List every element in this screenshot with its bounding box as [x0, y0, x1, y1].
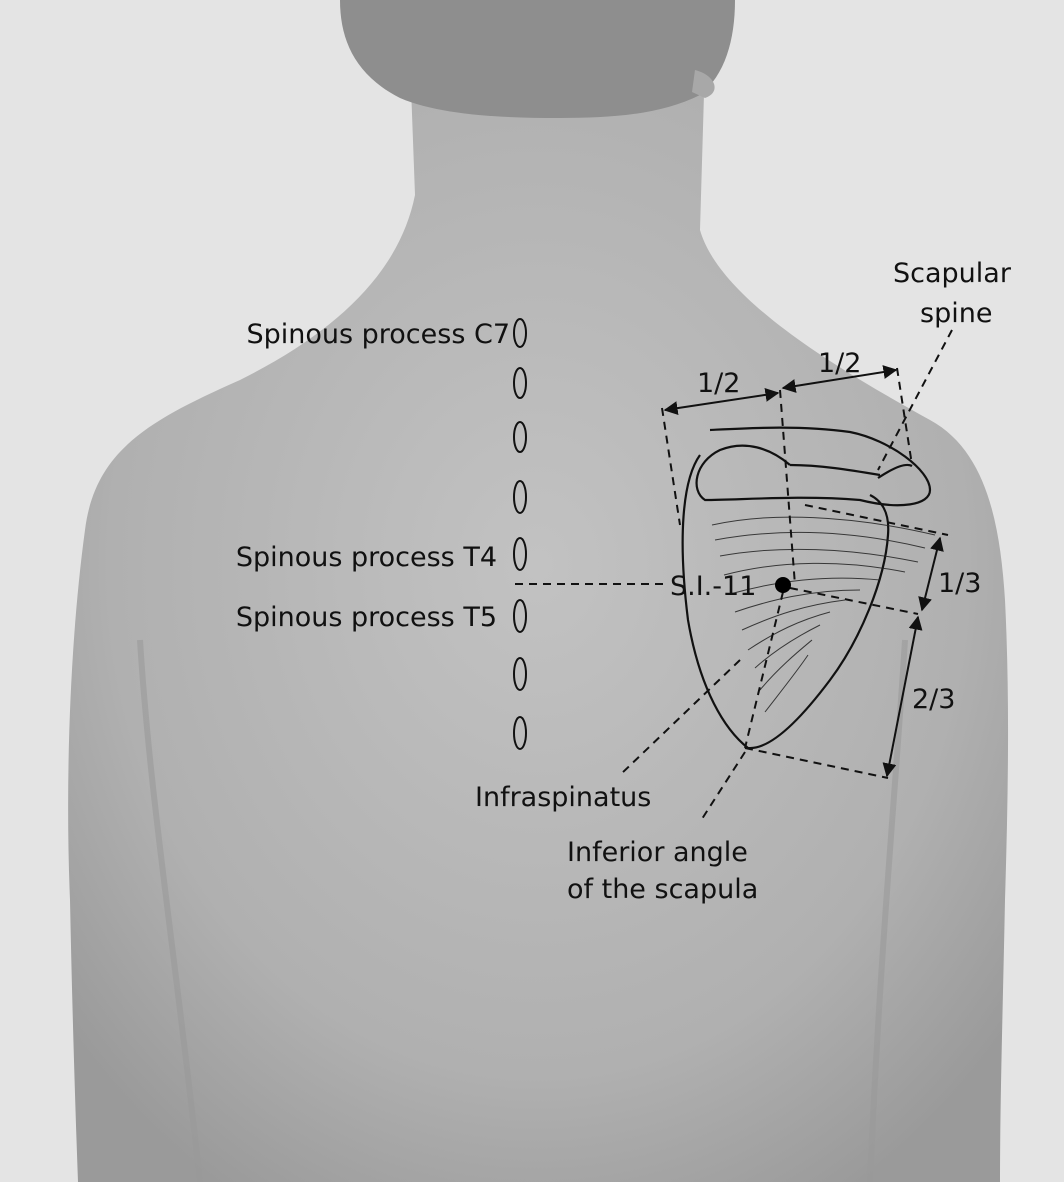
- fraction-two-thirds: 2/3: [912, 684, 955, 715]
- point-si-11: [775, 577, 791, 593]
- spinous-processes: [513, 318, 527, 750]
- label-t5: Spinous process T5: [236, 602, 497, 633]
- hair: [340, 0, 735, 118]
- arrow-half-left: [663, 387, 780, 416]
- fraction-half-left: 1/2: [697, 368, 740, 399]
- point-to-angle: [744, 591, 784, 749]
- point-to-third: [789, 587, 919, 615]
- arrow-half-right: [781, 365, 898, 393]
- fraction-half-right: 1/2: [818, 348, 861, 379]
- label-infraspinatus: Infraspinatus: [475, 782, 651, 813]
- label-t4: Spinous process T4: [236, 542, 497, 573]
- process-8: [513, 716, 527, 750]
- fraction-third: 1/3: [938, 568, 981, 599]
- mid-vertical: [779, 389, 796, 586]
- angle-to-twothirds: [744, 747, 889, 779]
- process-3: [513, 421, 527, 453]
- label-point: S.I.-11: [670, 571, 756, 602]
- spine-leader: [877, 329, 953, 471]
- process-c7: [513, 318, 527, 348]
- arrows: [663, 365, 944, 778]
- ear-right: [692, 70, 715, 98]
- label-scapular-spine-1: Scapular: [893, 258, 1012, 289]
- label-c7: Spinous process C7: [246, 319, 510, 350]
- label-inferior-angle-1: Inferior angle: [567, 837, 748, 868]
- process-2: [513, 367, 527, 399]
- process-7: [513, 657, 527, 691]
- process-t5: [513, 599, 527, 633]
- arrow-third: [918, 536, 944, 612]
- left-arm-shade: [137, 639, 203, 1182]
- left-vertical: [661, 407, 681, 526]
- right-vertical: [896, 367, 913, 466]
- process-t4: [513, 537, 527, 571]
- scapular-spine-upper: [695, 426, 932, 507]
- acromion: [877, 463, 913, 479]
- scapular-spine-inner: [789, 463, 881, 477]
- spine-to-third: [804, 504, 949, 536]
- label-inferior-angle-2: of the scapula: [567, 874, 758, 905]
- torso: [68, 60, 1009, 1182]
- guide-lines: [515, 329, 953, 823]
- process-4: [513, 480, 527, 514]
- arrow-two-thirds: [882, 615, 923, 778]
- label-scapular-spine-2: spine: [920, 298, 992, 329]
- infraspinatus-fibres: [711, 516, 936, 713]
